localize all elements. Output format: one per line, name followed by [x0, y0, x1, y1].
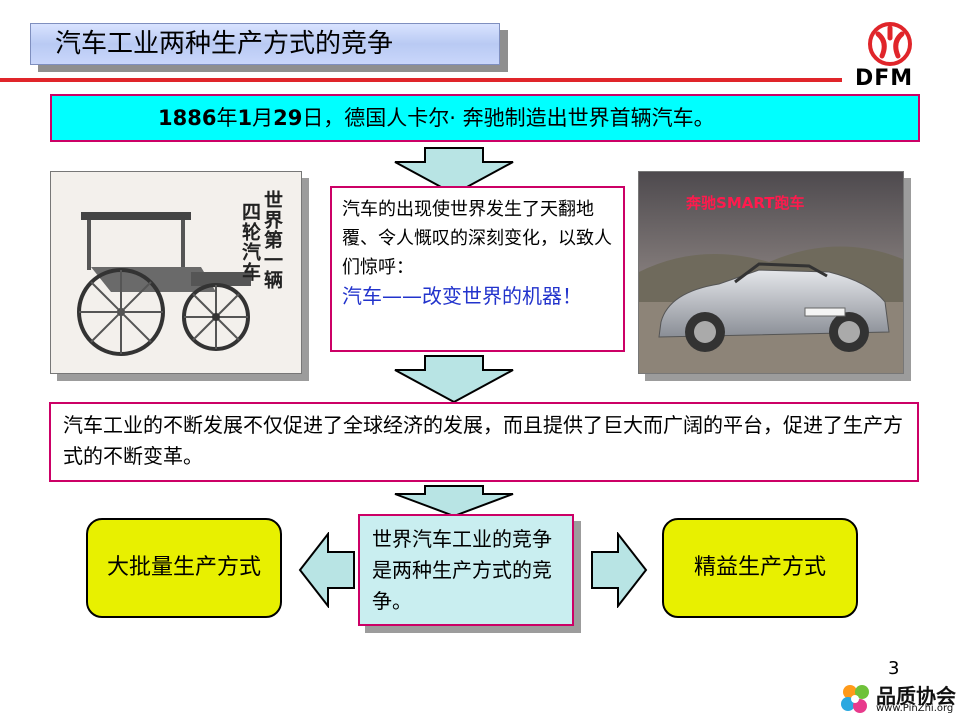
development-text-box: 汽车工业的不断发展不仅促进了全球经济的发展，而且提供了巨大而广阔的平台，促进了生…	[49, 402, 919, 482]
dfm-logo-icon	[868, 22, 912, 66]
caption-suffix: 跑车	[774, 194, 805, 212]
impact-highlight: 汽车——改变世界的机器！	[342, 284, 582, 308]
flower-logo-icon	[841, 685, 869, 713]
event-text: 日，德国人卡尔· 奔驰制造出世界首辆汽车。	[302, 106, 715, 130]
impact-text-box: 汽车的出现使世界发生了天翻地覆、令人慨叹的深刻变化，以致人们惊呼： 汽车——改变…	[330, 186, 625, 352]
slide-title: 汽车工业两种生产方式的竞争	[30, 23, 500, 65]
down-arrow-icon	[394, 485, 514, 518]
page-number: 3	[888, 658, 900, 679]
brand-name: 品质协会	[876, 684, 956, 708]
competition-text-box: 世界汽车工业的竞争是两种生产方式的竞争。	[358, 514, 574, 626]
first-car-vertical-label-1: 世界第一辆	[261, 190, 283, 290]
right-arrow-icon	[591, 532, 648, 608]
event-year: 1886	[158, 106, 217, 130]
first-car-photo: 世界第一辆 四轮汽车	[50, 171, 302, 374]
down-arrow-icon	[394, 355, 514, 404]
logo-text: DFM	[855, 66, 914, 91]
lean-production-box: 精益生产方式	[662, 518, 858, 618]
event-year-unit: 年	[216, 106, 238, 130]
convertible-car-illustration	[639, 172, 903, 373]
brand-url: www.PinZhi.org	[876, 703, 954, 714]
header-rule	[0, 78, 842, 82]
caption-brand: SMART	[716, 194, 775, 212]
event-month-unit: 月	[252, 106, 274, 130]
antique-car-illustration	[77, 212, 251, 356]
caption-prefix: 奔驰	[686, 194, 717, 212]
left-arrow-icon	[298, 532, 355, 608]
mass-production-box: 大批量生产方式	[86, 518, 282, 618]
down-arrow-icon	[394, 147, 514, 196]
smart-car-photo	[638, 171, 904, 374]
impact-text: 汽车的出现使世界发生了天翻地覆、令人慨叹的深刻变化，以致人们惊呼：	[342, 199, 612, 278]
event-banner: 1886年1月29日，德国人卡尔· 奔驰制造出世界首辆汽车。	[50, 94, 920, 142]
event-month: 1	[237, 106, 253, 130]
smart-car-caption: 奔驰SMART跑车	[686, 192, 804, 213]
first-car-vertical-label-2: 四轮汽车	[239, 202, 261, 282]
event-day: 29	[273, 106, 303, 130]
